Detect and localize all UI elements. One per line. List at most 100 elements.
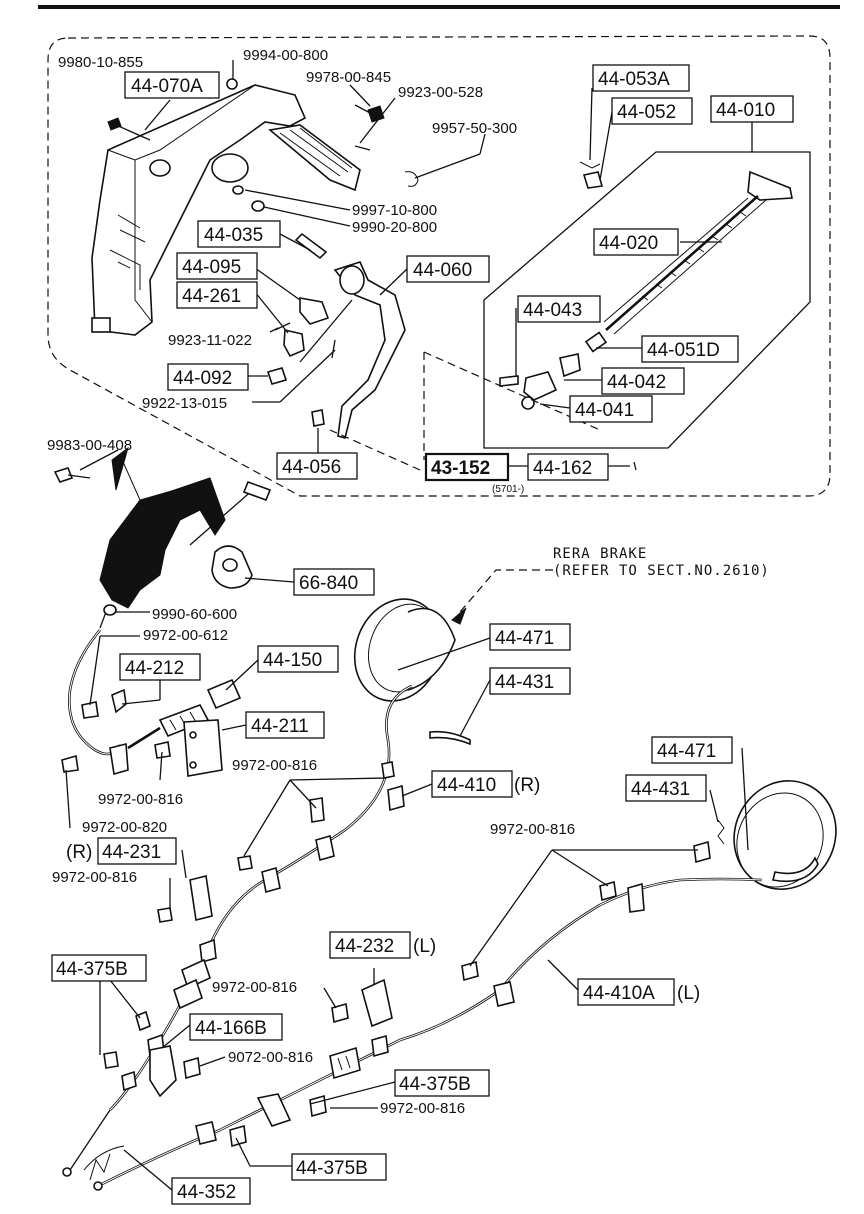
label-9972-00-816-c: 9972-00-816 xyxy=(52,869,137,886)
box-44-231: 44-231 xyxy=(97,837,177,865)
box-44-070a: 44-070A xyxy=(124,71,220,99)
label-9978-00-845: 9978-00-845 xyxy=(306,69,391,86)
box-44-035: 44-035 xyxy=(197,220,281,248)
rear-drum-left-drawing xyxy=(717,780,837,890)
label-9983-00-408: 9983-00-408 xyxy=(47,437,132,454)
label-44-053a: 44-053A xyxy=(598,69,670,90)
box-44-092: 44-092 xyxy=(167,363,249,391)
label-44-232: 44-232 xyxy=(335,936,394,957)
label-9957-50-300: 9957-50-300 xyxy=(432,120,517,137)
box-66-840: 66-840 xyxy=(293,568,375,596)
label-44-041: 44-041 xyxy=(575,400,634,421)
label-44-010: 44-010 xyxy=(716,100,775,121)
box-44-471-right: 44-471 xyxy=(489,623,571,651)
label-9972-00-816-b: 9972-00-816 xyxy=(98,791,183,808)
box-44-010: 44-010 xyxy=(710,95,794,123)
label-left-side-a: (L) xyxy=(413,936,436,957)
label-9994-00-800: 9994-00-800 xyxy=(243,47,328,64)
box-44-162: 44-162 xyxy=(527,453,609,481)
box-44-375b-b: 44-375B xyxy=(394,1069,490,1097)
box-43-152: 43-152 xyxy=(424,452,510,482)
console-drawing xyxy=(53,446,272,609)
label-9972-00-820: 9972-00-820 xyxy=(82,819,167,836)
label-left-side-b: (L) xyxy=(677,983,700,1004)
label-9990-20-800: 9990-20-800 xyxy=(352,219,437,236)
label-9923-00-528: 9923-00-528 xyxy=(398,84,483,101)
box-44-471-left: 44-471 xyxy=(651,736,733,764)
box-44-431-left: 44-431 xyxy=(625,774,707,802)
label-9922-13-015: 9922-13-015 xyxy=(142,395,227,412)
pedal-bracket-drawing xyxy=(91,78,419,336)
rear-cable-left-drawing xyxy=(93,840,763,1191)
rear-cable-right-drawing xyxy=(62,684,471,1181)
label-right-side-a: (R) xyxy=(514,775,540,796)
label-44-231: 44-231 xyxy=(102,842,161,863)
label-9972-00-816-d: 9972-00-816 xyxy=(490,821,575,838)
box-44-053a: 44-053A xyxy=(592,64,690,92)
label-44-042: 44-042 xyxy=(607,372,666,393)
label-44-375b-a: 44-375B xyxy=(56,959,128,980)
label-9072-00-816: 9072-00-816 xyxy=(228,1049,313,1066)
box-44-056: 44-056 xyxy=(276,452,358,480)
box-44-043: 44-043 xyxy=(517,295,601,323)
label-rear-brake: RERA BRAKE xyxy=(553,546,647,562)
label-9997-10-800: 9997-10-800 xyxy=(352,202,437,219)
label-43-152: 43-152 xyxy=(431,458,490,479)
label-44-431-right: 44-431 xyxy=(495,672,554,693)
label-44-410a: 44-410A xyxy=(583,983,655,1004)
box-44-095: 44-095 xyxy=(176,252,258,280)
label-44-095: 44-095 xyxy=(182,257,241,278)
label-44-060: 44-060 xyxy=(413,260,472,281)
label-9972-00-816-a: 9972-00-816 xyxy=(232,757,317,774)
box-44-212: 44-212 xyxy=(119,653,201,681)
label-44-375b-b: 44-375B xyxy=(399,1074,471,1095)
label-9972-00-816-e: 9972-00-816 xyxy=(212,979,297,996)
box-44-352: 44-352 xyxy=(171,1177,251,1205)
label-44-410: 44-410 xyxy=(437,775,496,796)
label-44-261: 44-261 xyxy=(182,286,241,307)
label-44-431-left: 44-431 xyxy=(631,779,690,800)
box-44-261: 44-261 xyxy=(176,281,258,309)
box-44-060: 44-060 xyxy=(406,255,490,283)
label-44-375b-c: 44-375B xyxy=(296,1158,368,1179)
label-9923-11-022: 9923-11-022 xyxy=(168,332,252,349)
label-44-471-left: 44-471 xyxy=(657,741,716,762)
label-refer-section: (REFER TO SECT.NO.2610) xyxy=(553,563,770,579)
box-44-375b-a: 44-375B xyxy=(51,954,147,982)
box-44-431-right: 44-431 xyxy=(489,667,571,695)
label-44-211: 44-211 xyxy=(251,716,309,737)
label-44-166b: 44-166B xyxy=(195,1018,267,1039)
box-44-375b-c: 44-375B xyxy=(291,1153,387,1181)
box-44-211: 44-211 xyxy=(245,711,325,739)
label-right-side-b: (R) xyxy=(66,842,92,863)
label-44-056: 44-056 xyxy=(282,457,341,478)
box-44-020: 44-020 xyxy=(593,228,679,256)
label-44-150: 44-150 xyxy=(263,650,322,671)
label-44-471-right: 44-471 xyxy=(495,628,554,649)
label-44-035: 44-035 xyxy=(204,225,263,246)
front-cable-drawing xyxy=(61,604,242,777)
rear-drum-right-drawing xyxy=(353,598,456,702)
lever-assembly-drawing xyxy=(499,161,793,471)
label-44-020: 44-020 xyxy=(599,233,658,254)
label-serial-note: (5701-) xyxy=(492,484,524,495)
box-44-232: 44-232 xyxy=(329,931,411,959)
label-44-212: 44-212 xyxy=(125,658,184,679)
top-border-rule xyxy=(38,5,840,9)
label-9990-60-600: 9990-60-600 xyxy=(152,606,237,623)
label-9972-00-612: 9972-00-612 xyxy=(143,627,228,644)
label-9980-10-855: 9980-10-855 xyxy=(58,54,143,71)
label-66-840: 66-840 xyxy=(299,573,358,594)
label-44-070a: 44-070A xyxy=(131,76,203,97)
label-44-352: 44-352 xyxy=(177,1182,236,1203)
box-44-042: 44-042 xyxy=(601,367,685,395)
box-44-052: 44-052 xyxy=(611,97,693,125)
box-44-051d: 44-051D xyxy=(641,335,739,363)
box-44-041: 44-041 xyxy=(569,395,653,423)
box-44-150: 44-150 xyxy=(257,645,339,673)
label-44-052: 44-052 xyxy=(617,102,676,123)
label-44-092: 44-092 xyxy=(173,368,232,389)
label-9972-00-816-f: 9972-00-816 xyxy=(380,1100,465,1117)
leader-lines xyxy=(65,60,811,1191)
